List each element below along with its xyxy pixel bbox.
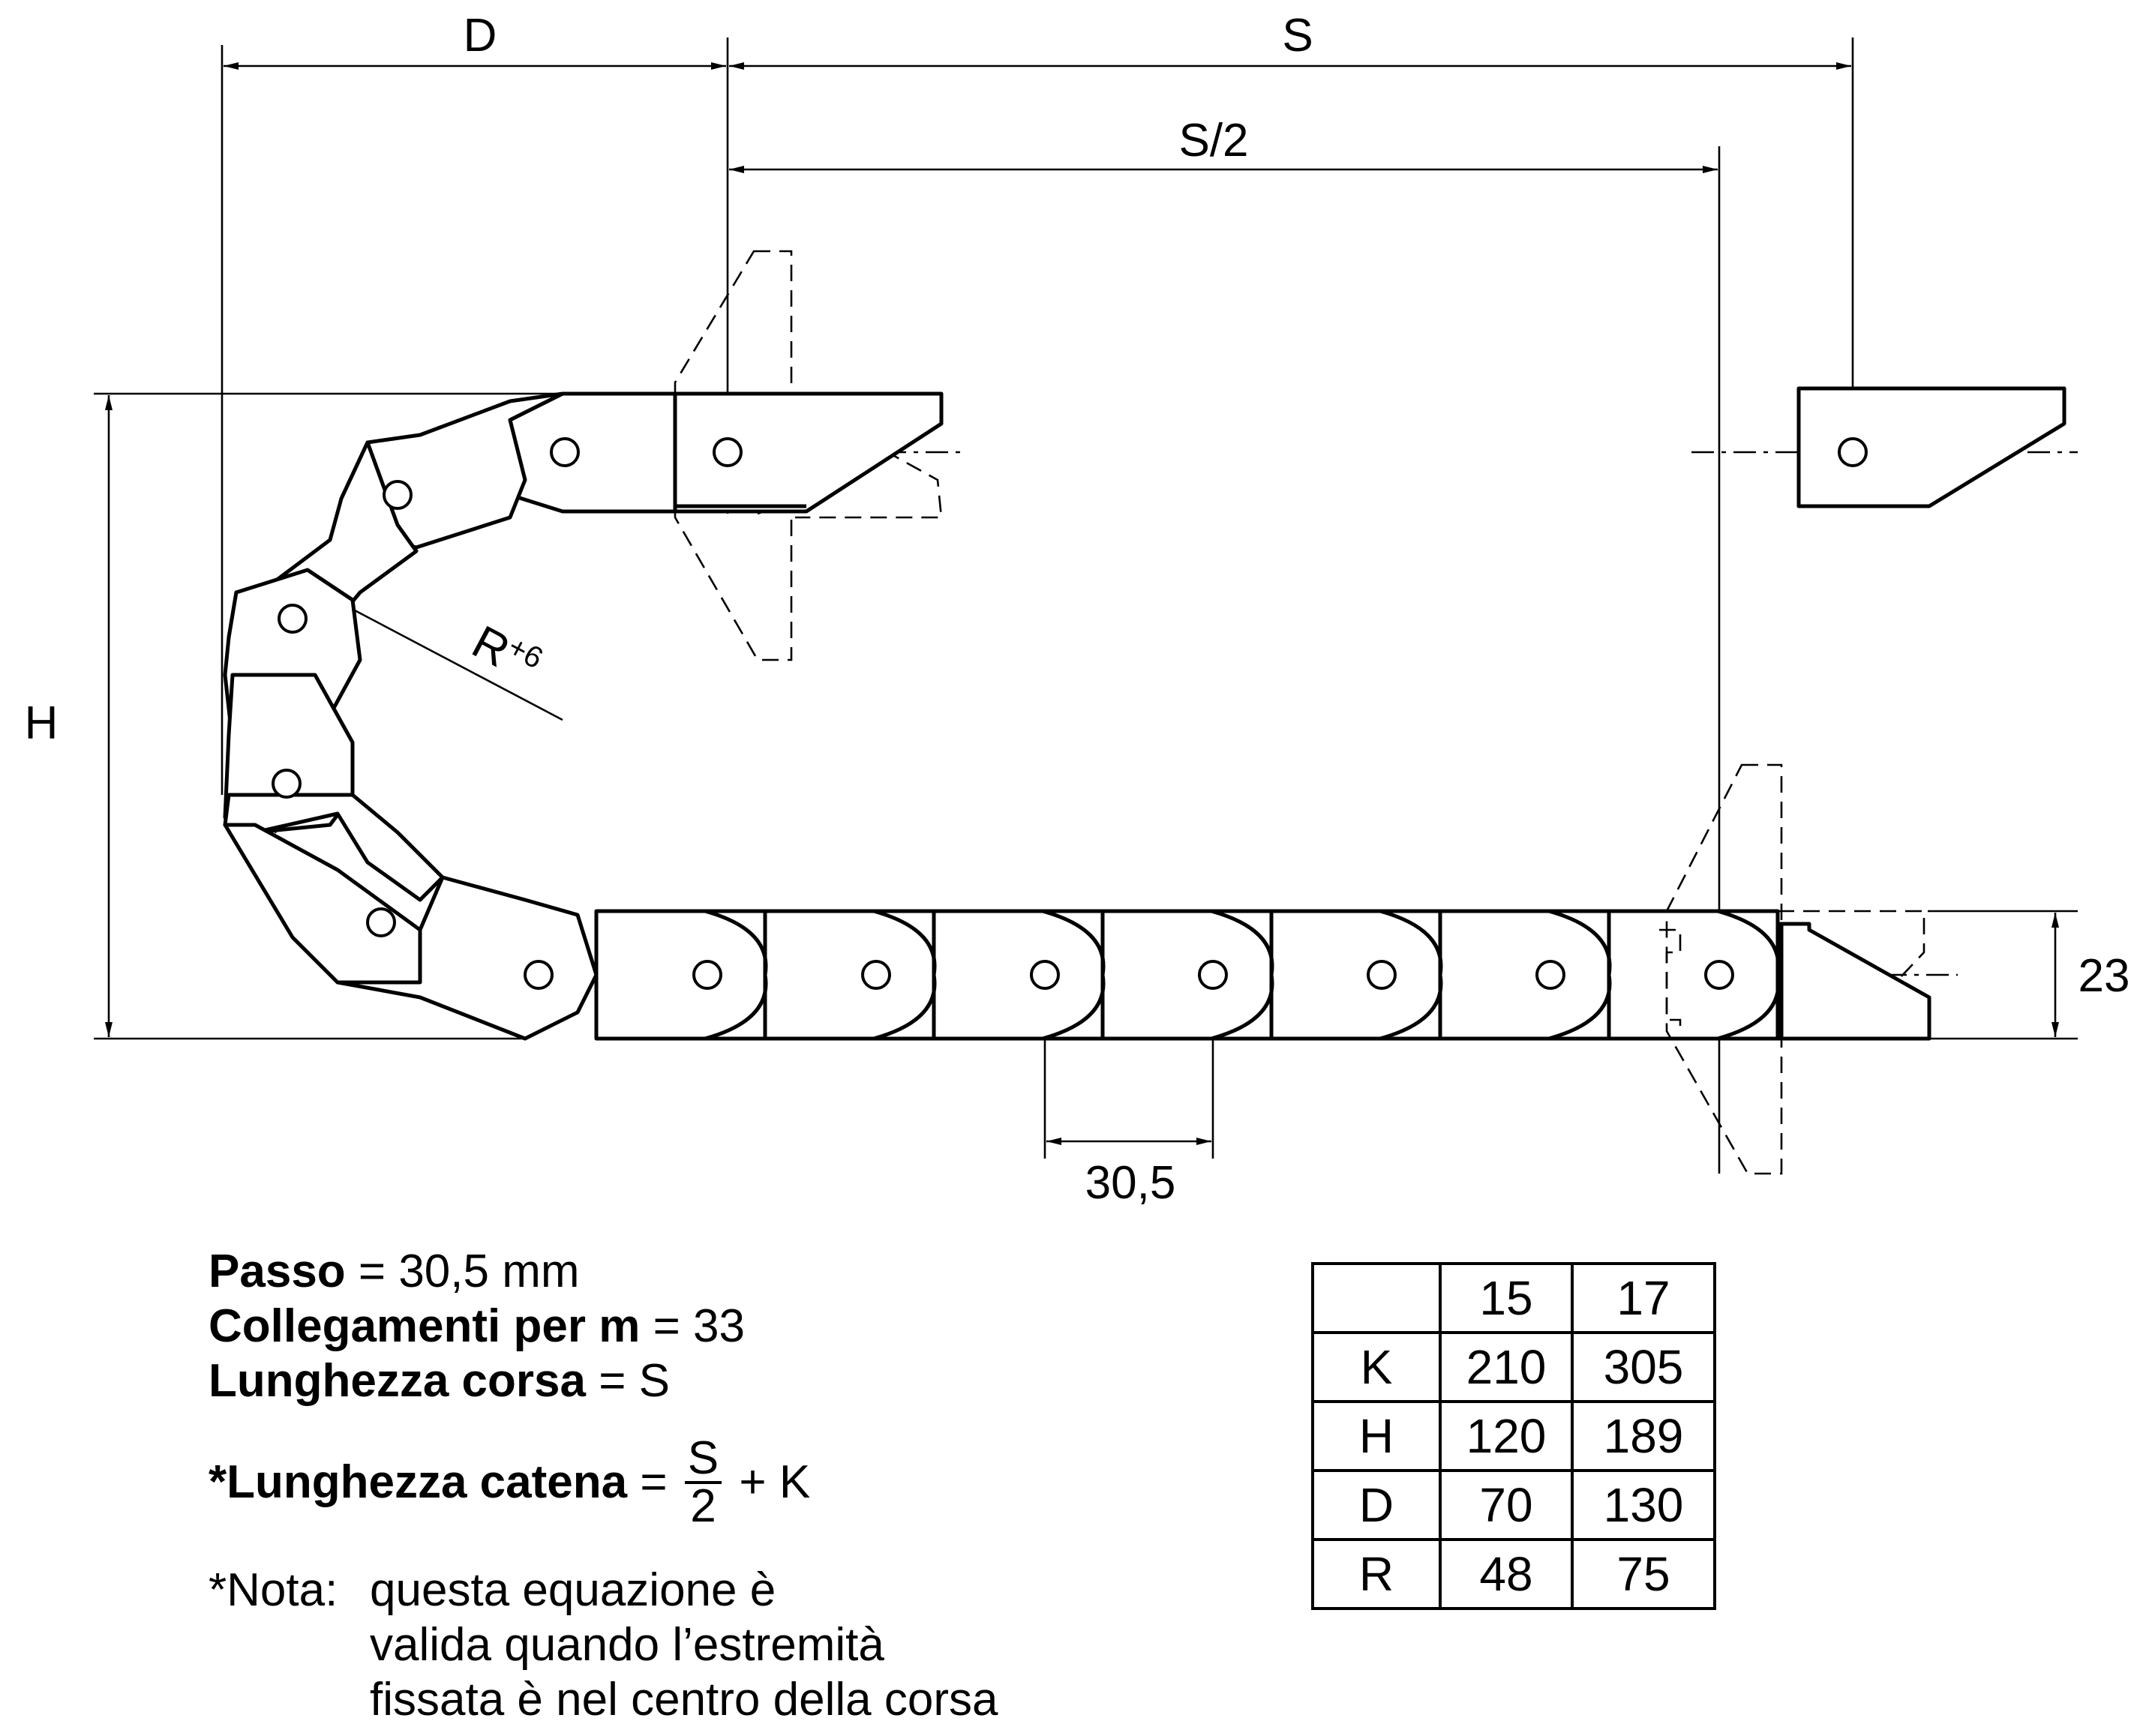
table-cell: 15 xyxy=(1439,1262,1574,1334)
pins xyxy=(272,437,1868,990)
pin xyxy=(366,907,396,937)
label-d: D xyxy=(464,10,497,61)
table-row: H 120 189 xyxy=(1311,1400,1716,1472)
spec-catena-suffix: + K xyxy=(726,1456,811,1508)
pin xyxy=(550,437,580,467)
pin xyxy=(272,769,302,799)
pin xyxy=(1198,960,1228,990)
table-cell: 70 xyxy=(1439,1469,1574,1541)
label-s-half: S/2 xyxy=(1178,115,1248,166)
table-cell: 48 xyxy=(1439,1538,1574,1610)
label-s: S xyxy=(1282,10,1313,61)
note-line-2: valida quando l’estremità xyxy=(370,1619,884,1671)
spec-catena-label: *Lunghezza catena xyxy=(209,1456,628,1508)
lower-moving-bracket xyxy=(1659,763,1931,1175)
table-cell: 305 xyxy=(1571,1331,1716,1403)
spec-corsa: Lunghezza corsa = S xyxy=(209,1354,670,1408)
dimension-table: 15 17 K 210 305 H 120 189 D 70 130 R 48 … xyxy=(1311,1262,1716,1610)
pin xyxy=(692,960,722,990)
right-upper-bracket xyxy=(1796,386,2066,508)
spec-corsa-value: = S xyxy=(586,1355,671,1407)
note-prefix: *Nota: xyxy=(209,1564,338,1616)
spec-collegamenti: Collegamenti per m = 33 xyxy=(209,1300,745,1354)
table-cell: R xyxy=(1311,1538,1442,1610)
fraction-denominator: 2 xyxy=(690,1480,716,1532)
pin xyxy=(1704,960,1734,990)
pin xyxy=(383,480,413,510)
pin xyxy=(278,604,308,634)
spec-corsa-label: Lunghezza corsa xyxy=(209,1355,586,1407)
pin xyxy=(1535,960,1565,990)
dimension-lines xyxy=(105,62,2059,1145)
table-cell: 120 xyxy=(1439,1400,1574,1472)
label-23: 23 xyxy=(2078,950,2130,1002)
pin xyxy=(1030,960,1060,990)
table-cell: D xyxy=(1311,1469,1442,1541)
lower-chain-links xyxy=(594,909,1781,1041)
table-cell: 17 xyxy=(1571,1262,1716,1334)
label-h: H xyxy=(25,697,59,749)
pin xyxy=(713,437,743,467)
label-pitch: 30,5 xyxy=(1085,1157,1176,1209)
chain-link xyxy=(1438,909,1611,1041)
spec-passo: Passo = 30,5 mm xyxy=(209,1245,580,1299)
fraction-numerator: S xyxy=(684,1435,722,1484)
pin xyxy=(861,960,891,990)
chain-link xyxy=(763,909,936,1041)
table-row: D 70 130 xyxy=(1311,1469,1716,1541)
note-line-3: fissata è nel centro della corsa xyxy=(370,1674,998,1726)
table-cell: 75 xyxy=(1571,1538,1716,1610)
chain-link xyxy=(1100,909,1274,1041)
spec-passo-value: = 30,5 mm xyxy=(345,1246,580,1297)
spec-passo-label: Passo xyxy=(209,1246,346,1297)
table-cell: 210 xyxy=(1439,1331,1574,1403)
curve-chain-links xyxy=(223,673,599,1041)
table-cell xyxy=(1311,1262,1442,1334)
table-cell: 130 xyxy=(1571,1469,1716,1541)
pin xyxy=(524,960,554,990)
pin xyxy=(1838,437,1868,467)
chain-link xyxy=(1269,909,1442,1041)
center-lines xyxy=(260,451,2078,976)
spec-collegamenti-label: Collegamenti per m xyxy=(209,1300,641,1352)
table-header-row: 15 17 xyxy=(1311,1262,1716,1334)
chain-link xyxy=(594,909,767,1041)
chain-link xyxy=(932,909,1105,1041)
spec-collegamenti-value: = 33 xyxy=(640,1300,745,1352)
table-cell: 189 xyxy=(1571,1400,1716,1472)
table-cell: H xyxy=(1311,1400,1442,1472)
note-line-1: questa equazione è xyxy=(370,1564,776,1616)
table-row: K 210 305 xyxy=(1311,1331,1716,1403)
table-cell: K xyxy=(1311,1331,1442,1403)
table-row: R 48 75 xyxy=(1311,1538,1716,1610)
spec-catena-eq: = xyxy=(627,1456,680,1508)
pin xyxy=(1367,960,1397,990)
label-r-group: R +6 xyxy=(464,616,548,677)
chain-link xyxy=(1607,909,1780,1041)
